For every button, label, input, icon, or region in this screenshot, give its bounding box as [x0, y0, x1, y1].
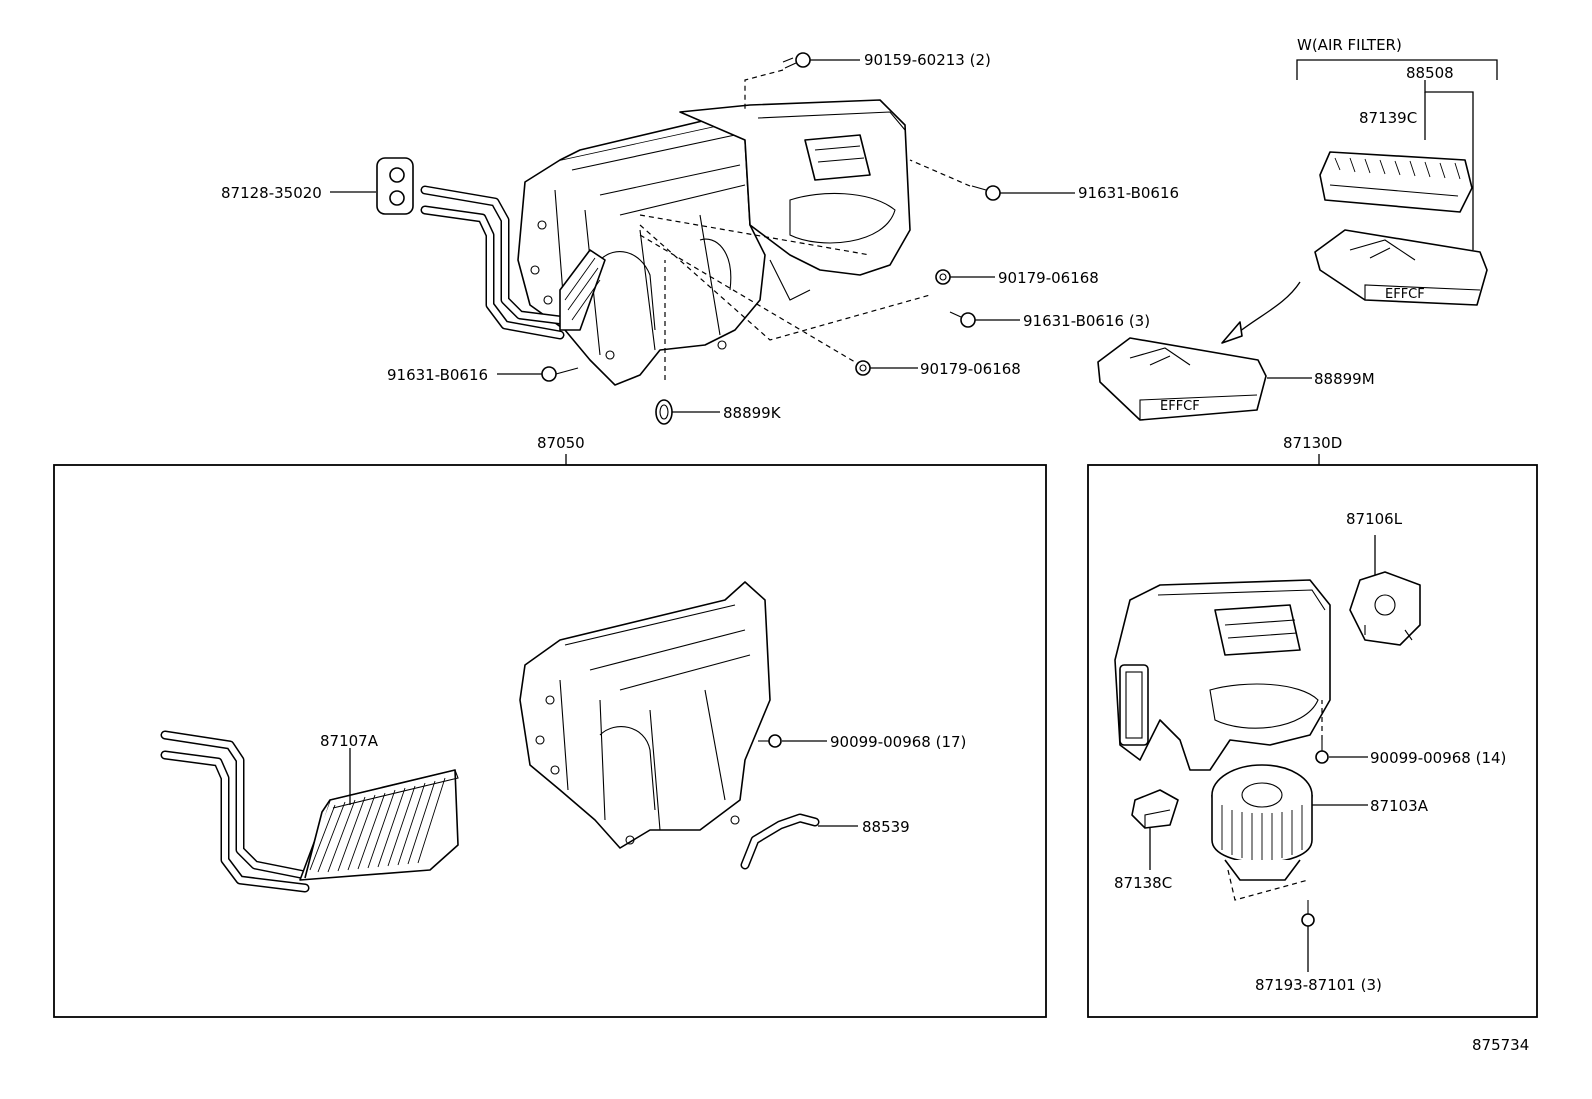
heater-case-part — [519, 581, 771, 849]
refrigerant-pipes-top — [420, 185, 606, 340]
label-88899k: 88899K — [723, 404, 782, 422]
heater-blower-assembly-top — [517, 99, 931, 386]
figure-number: 875734 — [1472, 1036, 1529, 1054]
grommet-icon — [655, 399, 673, 425]
label-87103a: 87103A — [1370, 797, 1429, 815]
label-91631-b0616-left: 91631-B0616 — [387, 366, 488, 384]
svg-text:EFFCF: EFFCF — [1385, 287, 1425, 302]
blower-motor-part — [1211, 764, 1313, 901]
label-90099-00968-17: 90099-00968 (17) — [830, 733, 966, 751]
label-88539: 88539 — [862, 818, 910, 836]
screw-icon — [541, 366, 579, 382]
filter-case-lower: EFFCF — [1097, 337, 1267, 421]
screw-icon — [1315, 740, 1329, 764]
label-91631-b0616-right: 91631-B0616 — [1078, 184, 1179, 202]
label-88508: 88508 — [1406, 64, 1454, 82]
box-87050 — [53, 454, 1047, 1018]
evaporator-part — [160, 730, 459, 893]
leader-lines-top — [330, 59, 1075, 413]
screw-icon — [971, 185, 1001, 201]
label-90099-00968-14: 90099-00968 (14) — [1370, 749, 1506, 767]
screw-icon — [1301, 900, 1315, 927]
label-91631-b0616-3: 91631-B0616 (3) — [1023, 312, 1150, 330]
label-air-filter: W(AIR FILTER) — [1297, 36, 1402, 54]
label-87193-87101: 87193-87101 (3) — [1255, 976, 1382, 994]
screw-icon — [782, 52, 811, 69]
label-87139c: 87139C — [1359, 109, 1417, 127]
label-87128-35020: 87128-35020 — [221, 184, 322, 202]
air-filter-element — [1319, 151, 1473, 213]
nut-icon — [855, 360, 871, 376]
label-87106l: 87106L — [1346, 510, 1403, 528]
screw-icon — [949, 311, 976, 328]
screw-icon — [758, 734, 782, 748]
label-90179-06168-lower: 90179-06168 — [920, 360, 1021, 378]
box-87130d — [1087, 454, 1538, 1018]
label-87130d: 87130D — [1283, 434, 1342, 452]
label-87138c: 87138C — [1114, 874, 1172, 892]
part-labels: 90159-60213 (2) 87128-35020 91631-B0616 … — [221, 36, 1529, 1054]
filter-case-upper: EFFCF — [1314, 229, 1488, 306]
blower-resistor-part — [1131, 789, 1179, 829]
pipe-gasket-part — [376, 157, 414, 215]
label-87107a: 87107A — [320, 732, 379, 750]
drain-hose-part — [740, 813, 820, 870]
air-filter-group: EFFCF EFFCF — [1097, 59, 1498, 421]
servo-motor-part — [1349, 571, 1421, 646]
label-90179-06168-upper: 90179-06168 — [998, 269, 1099, 287]
label-88899m: 88899M — [1314, 370, 1375, 388]
label-87050: 87050 — [537, 434, 585, 452]
blower-case-part — [1114, 579, 1331, 771]
nut-icon — [935, 269, 951, 285]
label-90159-60213: 90159-60213 (2) — [864, 51, 991, 69]
svg-text:EFFCF: EFFCF — [1160, 399, 1200, 414]
fasteners-top — [541, 52, 1001, 425]
